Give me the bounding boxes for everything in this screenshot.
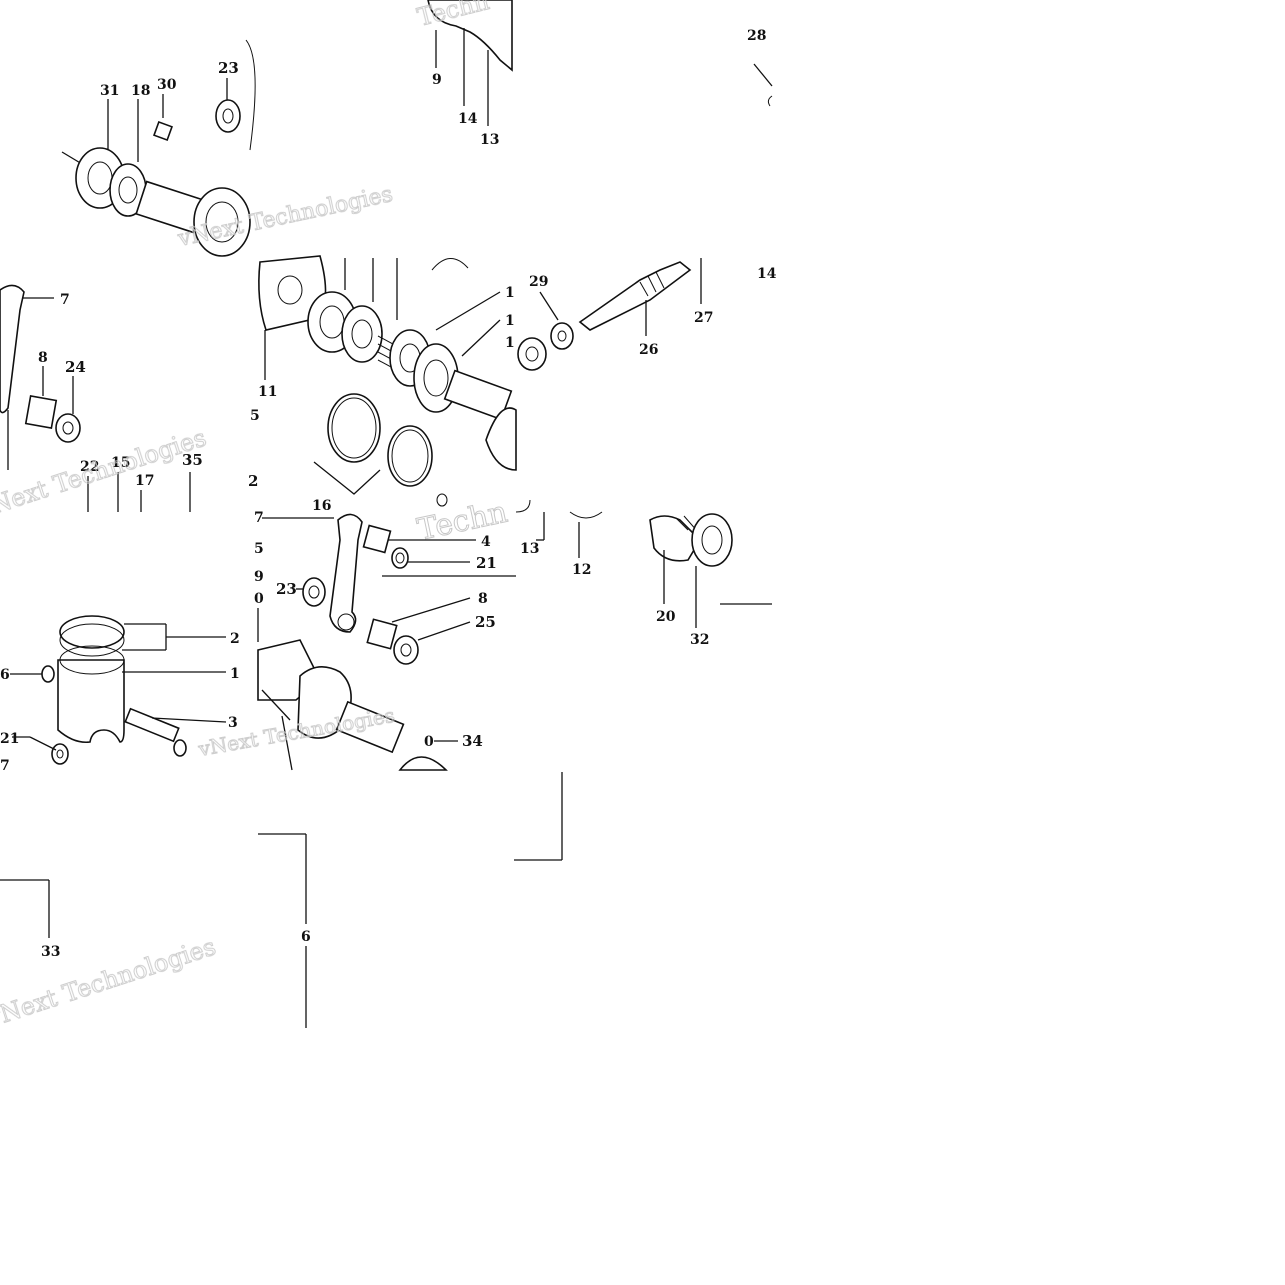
callout-12: 12: [572, 562, 591, 578]
callout-16: 16: [312, 498, 331, 514]
callout-31: 31: [100, 83, 119, 99]
callout-2: 2: [248, 472, 258, 490]
callout-14: 14: [458, 111, 478, 127]
callout-18: 18: [131, 83, 150, 99]
callout-13b: 13: [520, 541, 539, 557]
conrod-left-assembly: 7 8 24 22 15 17 35: [0, 284, 203, 512]
callout-4: 4: [481, 534, 491, 550]
callout-25: 25: [475, 613, 496, 631]
callout-1: 1: [230, 666, 240, 682]
callout-27: 27: [694, 310, 713, 326]
callout-21b: 21: [0, 731, 19, 747]
callout-7: 7: [60, 292, 70, 308]
callout-3: 3: [228, 715, 238, 731]
top-center-fragment: 9 14 13 28: [427, 0, 773, 148]
callout-35: 35: [182, 451, 203, 469]
callout-33: 33: [41, 944, 60, 960]
crank-center-assembly: 11 5 2 1 1 1 16 Techn: [248, 255, 517, 548]
callout-8: 8: [38, 350, 48, 366]
callout-0: 0: [254, 591, 264, 607]
callout-28: 28: [747, 28, 766, 44]
callout-7b: 7: [254, 510, 264, 526]
callout-5b: 5: [254, 541, 264, 557]
conrod-center-assembly: 7 4 21 23 8 25 5 9 0 0 34: [254, 510, 516, 771]
callout-5: 5: [250, 408, 260, 424]
callout-22: 22: [80, 459, 99, 475]
callout-13: 13: [480, 132, 499, 148]
callout-23: 23: [218, 59, 239, 77]
gear-washer-assembly: 13 12 20 32: [515, 499, 772, 648]
callout-21: 21: [476, 554, 497, 572]
callout-11: 11: [258, 384, 277, 400]
bracket-lines: 33 6: [0, 772, 563, 1028]
callout-1c: 1: [505, 335, 515, 351]
callout-30: 30: [157, 77, 177, 93]
callout-23b: 23: [276, 580, 297, 598]
callout-24: 24: [65, 358, 86, 376]
callout-29: 29: [529, 274, 548, 290]
callout-7c: 7: [0, 758, 10, 774]
callout-1a: 1: [505, 285, 515, 301]
callout-26: 26: [639, 342, 658, 358]
callout-32: 32: [690, 632, 709, 648]
watermark-2: vNext Technologies: [0, 424, 210, 525]
crank-end-assembly: 31 18 30 23: [61, 39, 256, 257]
callout-9b: 9: [254, 569, 264, 585]
callout-34: 34: [462, 732, 483, 750]
shaft-gear-assembly: 29 27 26 14: [517, 258, 777, 371]
callout-17: 17: [135, 473, 154, 489]
callout-2b: 2: [230, 631, 240, 647]
callout-1b: 1: [505, 313, 515, 329]
callout-14b: 14: [757, 266, 777, 282]
callout-6: 6: [0, 667, 10, 683]
callout-8b: 8: [478, 591, 488, 607]
callout-15: 15: [111, 455, 130, 471]
callout-small-0: 0: [424, 734, 434, 750]
callout-9: 9: [432, 72, 442, 88]
callout-20: 20: [656, 609, 676, 625]
piston-assembly: 2 1 6 3 21 7: [0, 615, 240, 774]
callout-6b: 6: [301, 929, 311, 945]
watermark-4: vNext Technologies: [0, 932, 219, 1033]
